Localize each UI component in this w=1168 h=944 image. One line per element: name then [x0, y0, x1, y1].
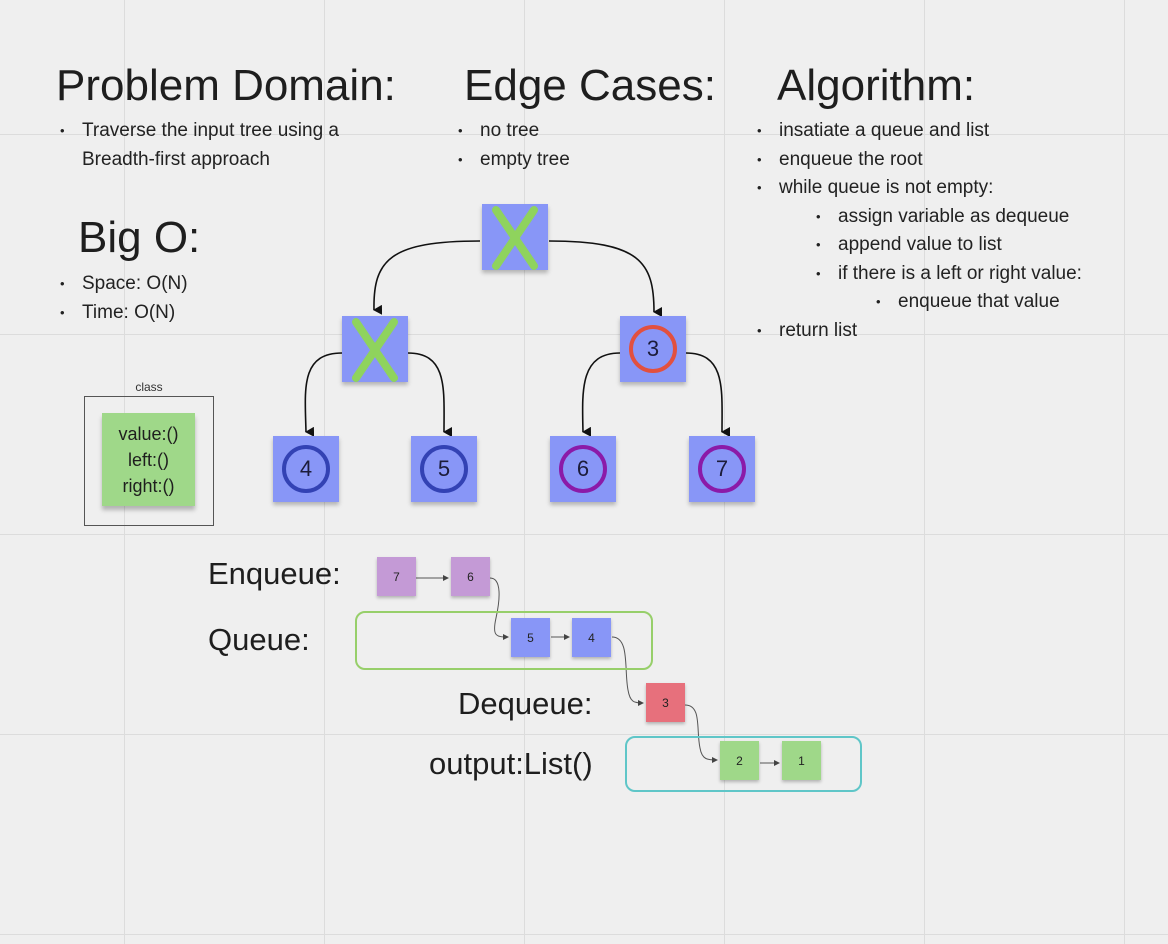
dequeue-label: Dequeue: — [458, 686, 593, 721]
big-o-item: Space: O(N) — [58, 270, 188, 299]
dequeue-sticky[interactable]: 3 — [646, 683, 685, 722]
queue-box[interactable] — [355, 611, 653, 670]
queue-label: Queue: — [208, 622, 310, 657]
class-field: right:() — [122, 475, 175, 496]
output-sticky[interactable]: 1 — [782, 741, 821, 780]
problem-domain-item: Traverse the input tree using a Breadth-… — [58, 117, 382, 174]
class-frame-label: class — [135, 380, 163, 394]
edge-case-item: empty tree — [456, 146, 570, 175]
node-value: 5 — [437, 456, 451, 481]
algorithm-heading: Algorithm: — [777, 61, 976, 110]
problem-domain-list: Traverse the input tree using a Breadth-… — [58, 117, 382, 174]
output-sticky[interactable]: 2 — [720, 741, 759, 780]
big-o-list: Space: O(N) Time: O(N) — [58, 270, 188, 327]
node-value: 3 — [646, 336, 660, 361]
tree-left-node[interactable] — [342, 316, 408, 382]
edge-root-left — [373, 240, 481, 315]
edge-left-right — [407, 352, 453, 438]
algorithm-step: append value to list — [755, 231, 1082, 260]
node-ring: 6 — [559, 445, 607, 493]
node-ring: 7 — [698, 445, 746, 493]
algorithm-step: assign variable as dequeue — [755, 203, 1082, 232]
tree-root-node[interactable] — [482, 204, 548, 270]
problem-domain-heading: Problem Domain: — [56, 61, 396, 110]
edge-cases-heading: Edge Cases: — [464, 61, 716, 110]
tree-left-left-node[interactable]: 4 — [273, 436, 339, 502]
cross-mark-icon — [352, 318, 398, 382]
node-ring: 4 — [282, 445, 330, 493]
edge-right-right — [685, 352, 731, 438]
class-frame[interactable] — [84, 396, 214, 526]
enqueue-sticky[interactable]: 7 — [377, 557, 416, 596]
class-field: value:() — [118, 423, 179, 444]
class-field: left:() — [127, 449, 169, 470]
big-o-heading: Big O: — [78, 213, 201, 262]
algorithm-step: enqueue the root — [755, 146, 1082, 175]
node-value: 6 — [576, 456, 590, 481]
node-value: 4 — [299, 456, 313, 481]
edge-cases-list: no tree empty tree — [456, 117, 570, 174]
edge-root-right — [548, 240, 663, 317]
flow-4-3 — [611, 636, 644, 706]
output-label: output:List() — [429, 746, 593, 781]
node-ring: 5 — [420, 445, 468, 493]
edge-right-left — [581, 352, 621, 437]
enqueue-label: Enqueue: — [208, 556, 341, 591]
algorithm-step: enqueue that value — [755, 288, 1082, 317]
algorithm-step: return list — [755, 317, 1082, 346]
edge-left-left — [304, 352, 343, 437]
cross-mark-icon — [492, 206, 538, 270]
output-box[interactable] — [625, 736, 862, 792]
node-ring: 3 — [629, 325, 677, 373]
queue-sticky[interactable]: 4 — [572, 618, 611, 657]
tree-right-node[interactable]: 3 — [620, 316, 686, 382]
edge-case-item: no tree — [456, 117, 570, 146]
tree-left-right-node[interactable]: 5 — [411, 436, 477, 502]
queue-sticky[interactable]: 5 — [511, 618, 550, 657]
flow-3-2 — [684, 704, 718, 763]
node-value: 7 — [715, 456, 729, 481]
tree-right-left-node[interactable]: 6 — [550, 436, 616, 502]
big-o-item: Time: O(N) — [58, 299, 188, 328]
algorithm-list: insatiate a queue and list enqueue the r… — [755, 117, 1082, 345]
tree-right-right-node[interactable]: 7 — [689, 436, 755, 502]
algorithm-step: while queue is not empty: — [755, 174, 1082, 203]
class-sticky-note[interactable]: value:() left:() right:() — [102, 413, 195, 506]
flow-6-5 — [489, 577, 509, 640]
enqueue-sticky[interactable]: 6 — [451, 557, 490, 596]
algorithm-step: insatiate a queue and list — [755, 117, 1082, 146]
algorithm-step: if there is a left or right value: — [755, 260, 1082, 289]
